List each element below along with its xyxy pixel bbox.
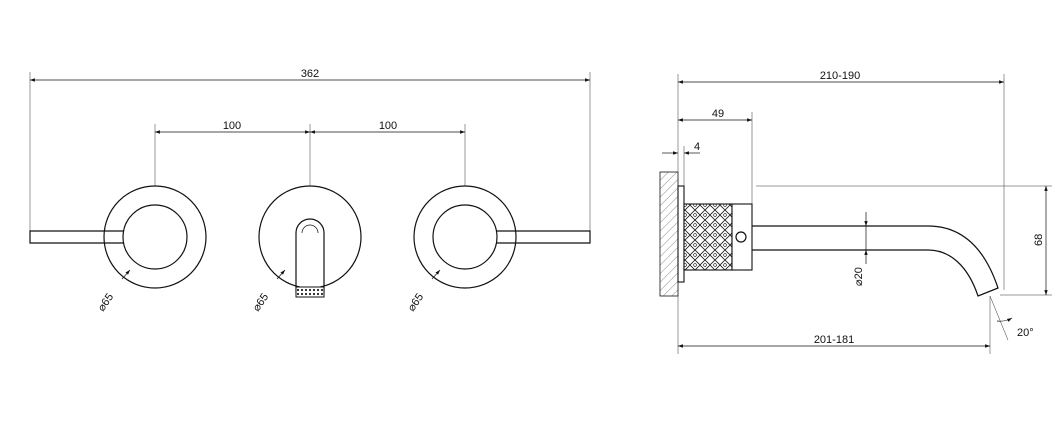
body-length-label: 49 (712, 108, 724, 120)
dim-spout-reach: 201-181 (677, 282, 991, 354)
dim-overall-width: 362 (29, 68, 591, 232)
knurled-body (683, 203, 733, 271)
dim-plate-thickness: 4 (662, 141, 700, 186)
diameter-center-label: 65 (254, 291, 271, 308)
spacing-left-label: 100 (223, 120, 241, 132)
angle-label: 20° (1017, 327, 1034, 339)
diameter-callout-right: ⌀65 (406, 269, 441, 314)
spout (752, 225, 999, 297)
center-spout (258, 185, 362, 298)
dim-height: 68 (756, 185, 1052, 296)
diameter-callout-center: ⌀65 (251, 269, 286, 314)
aerator (295, 286, 325, 298)
spout-reach-label: 201-181 (814, 334, 854, 346)
dim-spout-diameter: ⌀20 (853, 212, 868, 286)
dim-body-length: 49 (678, 108, 753, 204)
left-handle (29, 185, 207, 289)
projection-label: 210-190 (820, 70, 860, 82)
wall-plate (677, 185, 685, 283)
diameter-left-label: 65 (99, 291, 116, 308)
dim-angle: 20° (989, 295, 1034, 341)
svg-text:⌀65: ⌀65 (96, 291, 117, 313)
svg-text:⌀20: ⌀20 (853, 267, 865, 286)
height-label: 68 (1033, 234, 1045, 246)
front-view: 362 100 100 (29, 68, 591, 314)
diameter-callout-left: ⌀65 (96, 269, 131, 314)
side-view: 210-190 49 4 68 ⌀20 (659, 70, 1052, 354)
wall-section (659, 171, 679, 297)
spacing-right-label: 100 (379, 120, 397, 132)
overall-width-label: 362 (301, 68, 319, 80)
right-handle (413, 185, 591, 289)
svg-text:⌀65: ⌀65 (406, 291, 427, 313)
dim-projection: 210-190 (677, 70, 1005, 290)
diameter-right-label: 65 (409, 291, 426, 308)
grub-screw (735, 231, 747, 243)
spout-diameter-label: 20 (853, 267, 865, 279)
body-cap (731, 203, 753, 271)
svg-text:⌀65: ⌀65 (251, 291, 272, 313)
plate-thickness-label: 4 (694, 141, 700, 153)
dim-spacing: 100 100 (154, 120, 466, 186)
